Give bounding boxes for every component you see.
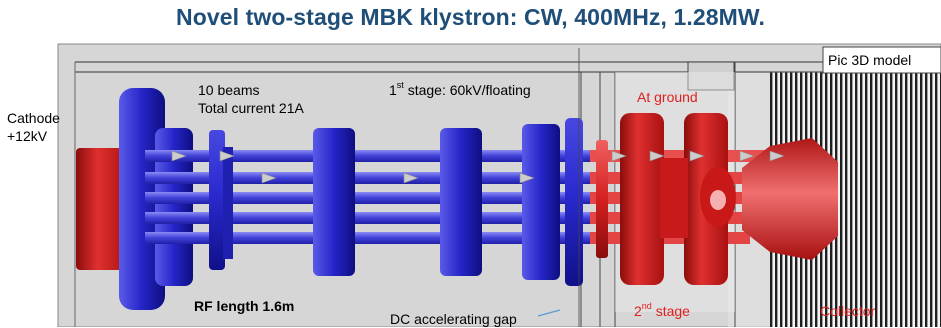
first-stage-label: 1st stage: 60kV/floating bbox=[389, 80, 531, 98]
collector-label: Collector bbox=[820, 303, 876, 319]
dc-gap-label: DC accelerating gap bbox=[390, 311, 517, 327]
blue-cavities bbox=[209, 118, 583, 286]
beams-label: 10 beams bbox=[198, 82, 260, 98]
dc-gap-pointer bbox=[537, 309, 561, 317]
pic-model-box bbox=[822, 46, 941, 74]
cathode-voltage-label: +12kV bbox=[7, 128, 48, 144]
rf-length-label: RF length 1.6m bbox=[194, 298, 295, 314]
gun-flange bbox=[119, 88, 165, 310]
page-title: Novel two-stage MBK klystron: CW, 400MHz… bbox=[176, 4, 765, 30]
pic-model-label: Pic 3D model bbox=[828, 52, 912, 68]
total-current-label: Total current 21A bbox=[198, 100, 304, 116]
at-ground-label: At ground bbox=[637, 89, 698, 105]
collector-body bbox=[742, 138, 838, 260]
second-stage-label: 2nd stage bbox=[634, 301, 690, 319]
beam-arrows bbox=[171, 150, 785, 184]
cathode-label: Cathode bbox=[7, 110, 60, 126]
cathode-cylinder bbox=[76, 148, 130, 270]
